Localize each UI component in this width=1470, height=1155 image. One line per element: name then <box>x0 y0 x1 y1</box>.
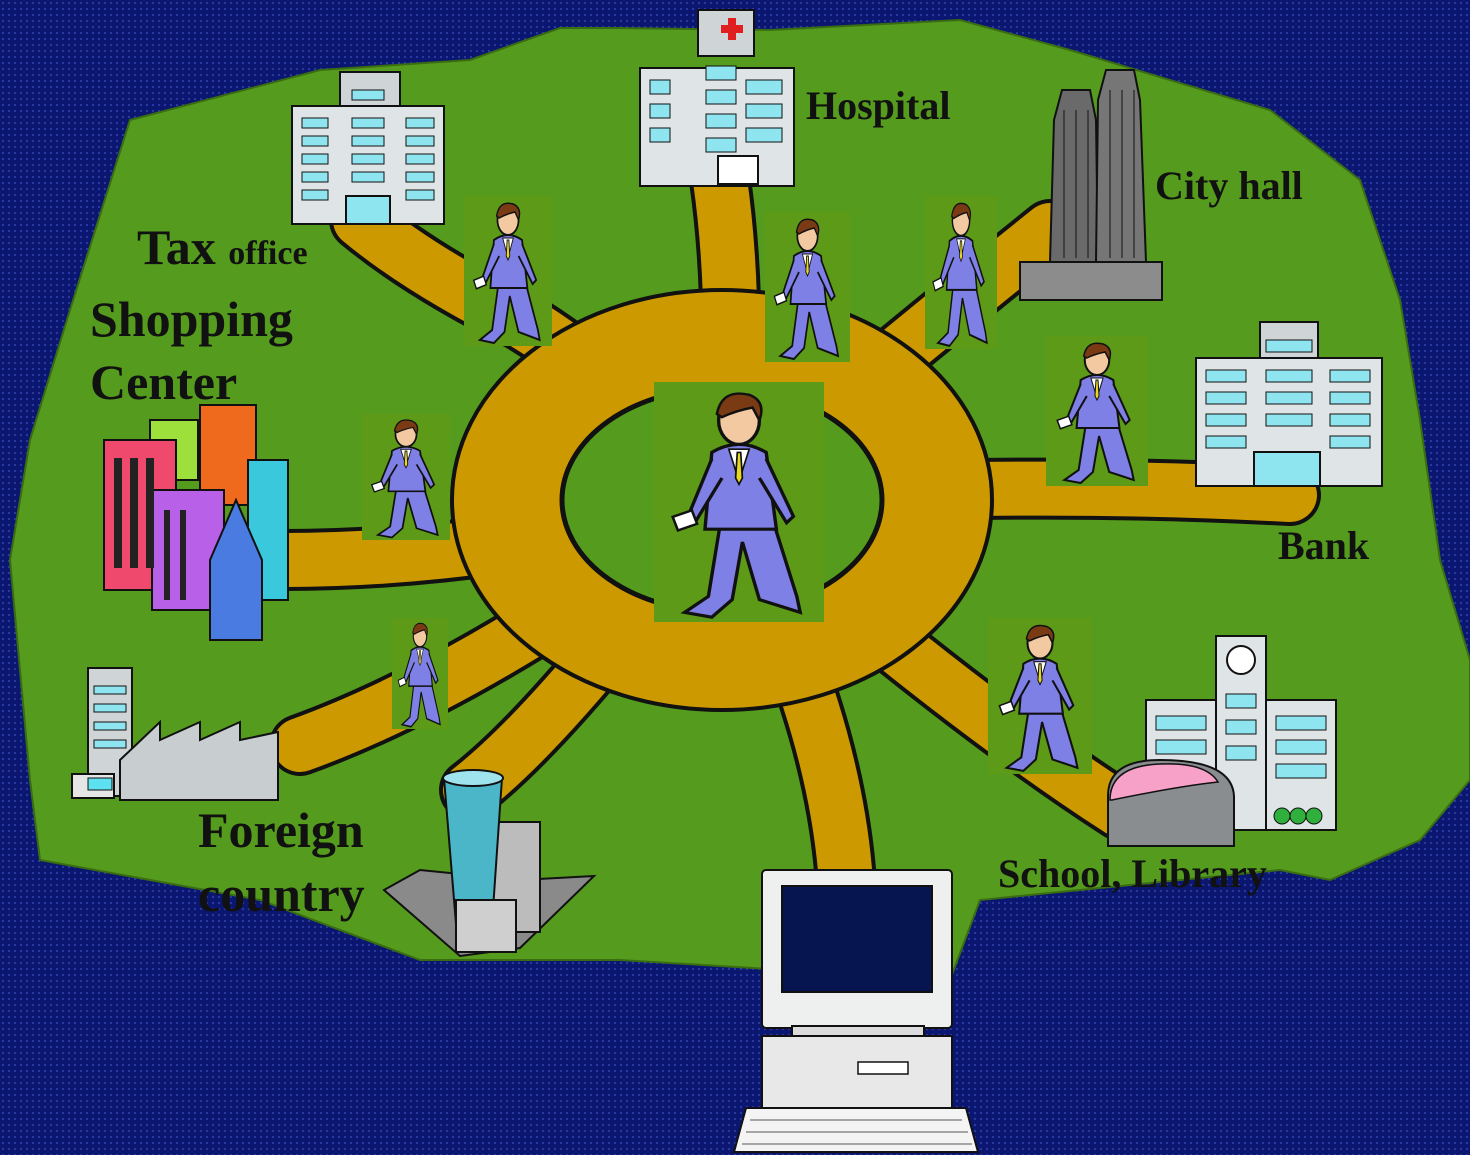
label-foreign-line1: Foreign <box>198 802 364 858</box>
walking-businessman-icon <box>923 194 999 351</box>
label-school-library-text: School, Library <box>998 851 1267 896</box>
factory-icon <box>71 667 279 801</box>
walking-businessman-icon <box>764 211 851 363</box>
walking-businessman-icon <box>986 616 1094 776</box>
label-foreign-line2: country <box>198 866 365 922</box>
label-tax-text: Tax <box>137 219 216 275</box>
walking-businessman-icon <box>361 413 451 541</box>
skyscraper-icon <box>382 769 597 958</box>
walking-businessman-icon <box>652 380 826 624</box>
label-hospital-text: Hospital <box>806 83 951 128</box>
label-bank-text: Bank <box>1278 523 1370 568</box>
desktop-computer-icon <box>732 869 980 1153</box>
city-hall-towers-icon <box>1019 69 1163 301</box>
hospital-building-icon <box>639 9 795 187</box>
school-library-icon <box>1107 635 1337 847</box>
label-office-text: office <box>228 235 308 272</box>
walking-businessman-icon <box>1044 334 1150 488</box>
label-city-hall-text: City hall <box>1155 163 1303 208</box>
label-tax-office: Tax office <box>137 222 308 272</box>
shopping-center-icon <box>103 404 289 641</box>
label-bank: Bank <box>1278 526 1369 566</box>
label-city-hall: City hall <box>1155 166 1303 206</box>
bank-building-icon <box>1195 321 1383 487</box>
label-foreign-country: Foreign country <box>198 798 365 926</box>
label-hospital: Hospital <box>806 86 950 126</box>
label-school-library: School, Library <box>998 854 1267 894</box>
walking-businessman-icon <box>463 195 553 347</box>
label-shopping-line1: Shopping <box>90 291 293 347</box>
label-shopping-line2: Center <box>90 354 238 410</box>
walking-businessman-icon <box>391 617 449 730</box>
label-shopping-center: Shopping Center <box>90 288 293 414</box>
office-building-icon <box>291 71 445 225</box>
